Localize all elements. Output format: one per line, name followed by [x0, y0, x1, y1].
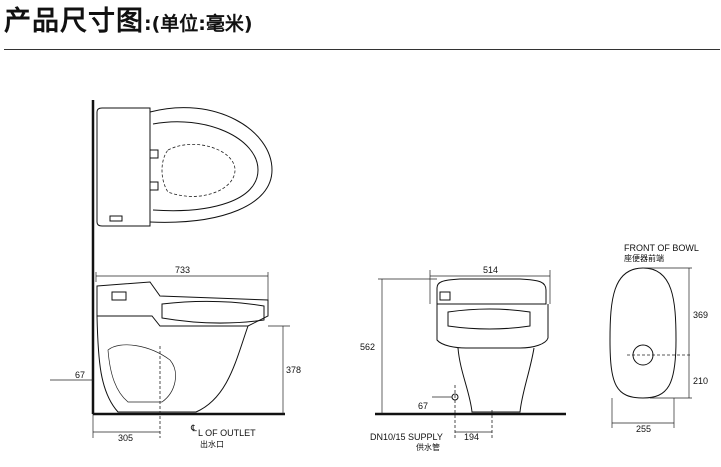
outlet-height-label: 67 [75, 370, 85, 380]
outlet-centerline-symbol: ℄ [190, 423, 197, 433]
top-view-hinge-2 [149, 181, 159, 191]
side-view-bowl [96, 315, 249, 413]
footprint-view: FRONT OF BOWL 座便器前端 369 210 255 [609, 243, 708, 434]
front-view-pedestal [457, 347, 535, 413]
front-view-seat [447, 308, 531, 330]
top-view-tank [96, 107, 151, 227]
side-view-tank [96, 281, 269, 327]
overall-length-label: 733 [175, 265, 190, 275]
supply-label-en: DN10/15 SUPPLY [370, 432, 443, 442]
top-view-bowl-opening [161, 143, 236, 197]
side-view-trapway [107, 344, 176, 403]
base-width-label: 255 [636, 424, 651, 434]
side-view-flush-button [111, 291, 127, 301]
outlet-distance-label: 305 [118, 433, 133, 443]
supply-offset-label: 194 [464, 432, 479, 442]
top-view-seat-outer [149, 107, 273, 223]
supply-height-label: 67 [418, 401, 428, 411]
title-text: 产品尺寸图 [4, 6, 144, 37]
total-height-label: 562 [360, 342, 375, 352]
top-view-hinge-1 [149, 149, 159, 159]
header-divider [4, 49, 720, 50]
front-view-tank [436, 278, 547, 305]
top-view-seat-inner [152, 121, 259, 212]
side-view-seat [161, 300, 265, 324]
footprint-outline [609, 267, 677, 399]
top-view [91, 100, 273, 232]
outlet-to-back-label: 210 [693, 376, 708, 386]
width-label: 514 [483, 265, 498, 275]
outlet-label-cn: 出水口 [200, 439, 224, 449]
front-bowl-label-en: FRONT OF BOWL [624, 243, 699, 253]
supply-label-cn: 供水管 [416, 442, 440, 452]
front-view-flush-button [439, 291, 451, 301]
top-view-flush-button [109, 215, 123, 222]
outlet-label-en: L OF OUTLET [198, 428, 256, 438]
front-view: 514 562 67 194 DN10/15 SUPPLY 供水管 [360, 265, 566, 452]
side-view: 67 733 378 305 ℄ L OF OUTLET 出水口 [50, 232, 301, 449]
front-to-outlet-label: 369 [693, 310, 708, 320]
front-view-rim [436, 304, 549, 349]
front-bowl-label-cn: 座便器前端 [624, 253, 664, 263]
unit-note: :(单位:毫米) [144, 13, 253, 35]
seat-height-label: 378 [286, 365, 301, 375]
page-title: 产品尺寸图:(单位:毫米) [4, 2, 253, 42]
